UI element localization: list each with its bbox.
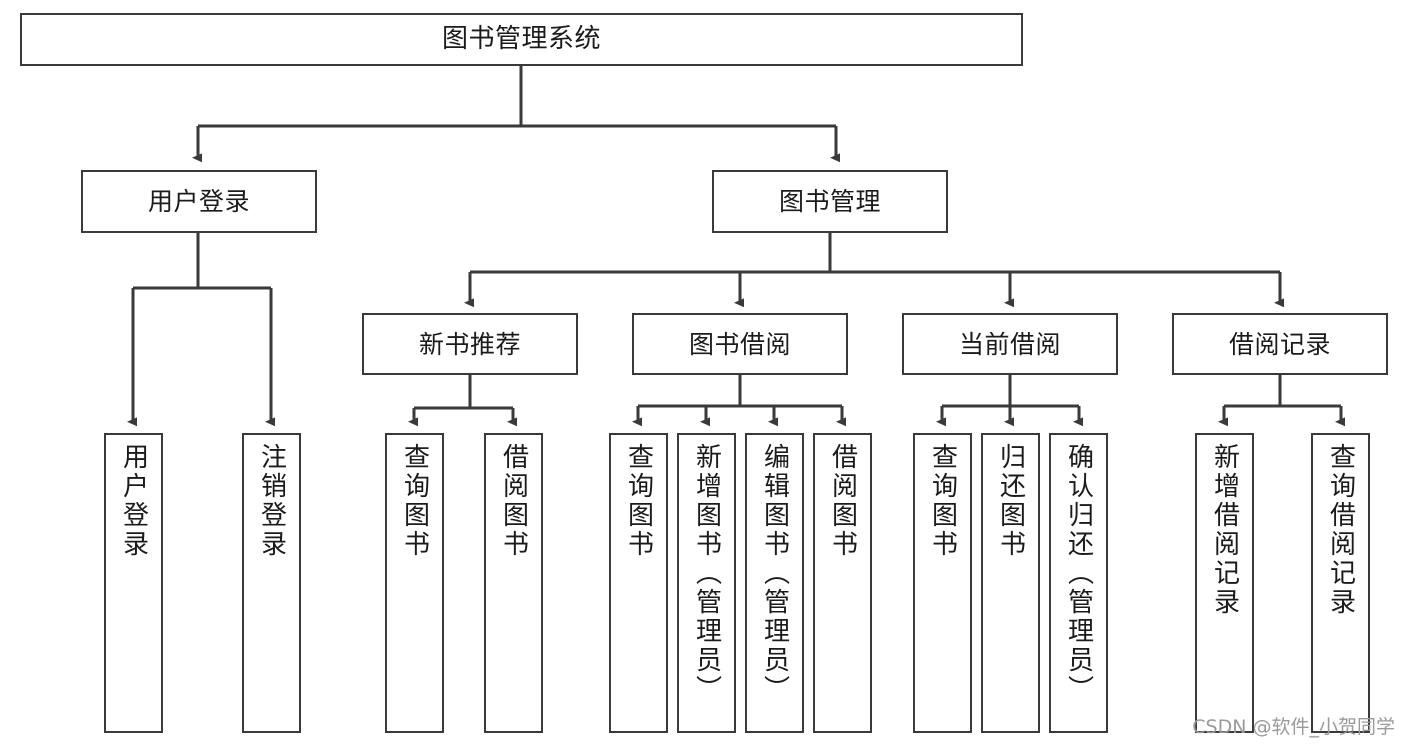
node-label: 图书借阅 (688, 329, 791, 359)
leaf-user-login-logout[interactable]: 注销登录 (242, 433, 301, 733)
leaf-current-return-book[interactable]: 归还图书 (981, 433, 1040, 733)
node-book-management[interactable]: 图书管理 (712, 170, 948, 233)
leaf-borrow-edit-book-admin[interactable]: 编辑图书（管理员） (745, 433, 804, 733)
node-label: 新书推荐 (418, 329, 521, 359)
leaf-recommend-query-book[interactable]: 查询图书 (385, 433, 444, 733)
node-label: 图书管理 (778, 187, 881, 216)
node-label: 借阅记录 (1228, 329, 1331, 359)
leaf-current-query-book[interactable]: 查询图书 (913, 433, 972, 733)
node-borrow-record[interactable]: 借阅记录 (1172, 313, 1388, 375)
leaf-borrow-borrow-book[interactable]: 借阅图书 (813, 433, 872, 733)
leaf-recommend-borrow-book[interactable]: 借阅图书 (484, 433, 543, 733)
node-label: 确认归还（管理员） (1063, 443, 1094, 704)
node-label: 新增借阅记录 (1209, 443, 1240, 617)
leaf-record-add-borrow-record[interactable]: 新增借阅记录 (1195, 433, 1254, 733)
node-label: 新增图书（管理员） (691, 443, 722, 704)
leaf-record-query-borrow-record[interactable]: 查询借阅记录 (1311, 433, 1370, 733)
node-label: 归还图书 (995, 443, 1026, 559)
node-user-login[interactable]: 用户登录 (81, 170, 317, 233)
leaf-borrow-query-book[interactable]: 查询图书 (609, 433, 668, 733)
node-root-book-management-system[interactable]: 图书管理系统 (20, 13, 1023, 66)
node-label: 查询图书 (399, 443, 430, 559)
node-label: 查询借阅记录 (1325, 443, 1356, 617)
node-label: 注销登录 (256, 443, 287, 559)
leaf-borrow-add-book-admin[interactable]: 新增图书（管理员） (677, 433, 736, 733)
leaf-user-login-login[interactable]: 用户登录 (104, 433, 163, 733)
node-label: 借阅图书 (498, 443, 529, 559)
node-label: 查询图书 (927, 443, 958, 559)
node-book-borrow[interactable]: 图书借阅 (632, 313, 848, 375)
node-current-borrow[interactable]: 当前借阅 (902, 313, 1118, 375)
node-label: 用户登录 (118, 443, 149, 559)
watermark-text: CSDN @软件_小贺同学 (1192, 716, 1395, 738)
node-label: 借阅图书 (827, 443, 858, 559)
node-label: 当前借阅 (958, 329, 1061, 359)
node-label: 编辑图书（管理员） (759, 443, 790, 704)
leaf-current-confirm-return-admin[interactable]: 确认归还（管理员） (1049, 433, 1108, 733)
node-label: 查询图书 (623, 443, 654, 559)
node-new-book-recommend[interactable]: 新书推荐 (362, 313, 578, 375)
node-label: 用户登录 (147, 187, 250, 216)
node-label: 图书管理系统 (441, 24, 601, 55)
